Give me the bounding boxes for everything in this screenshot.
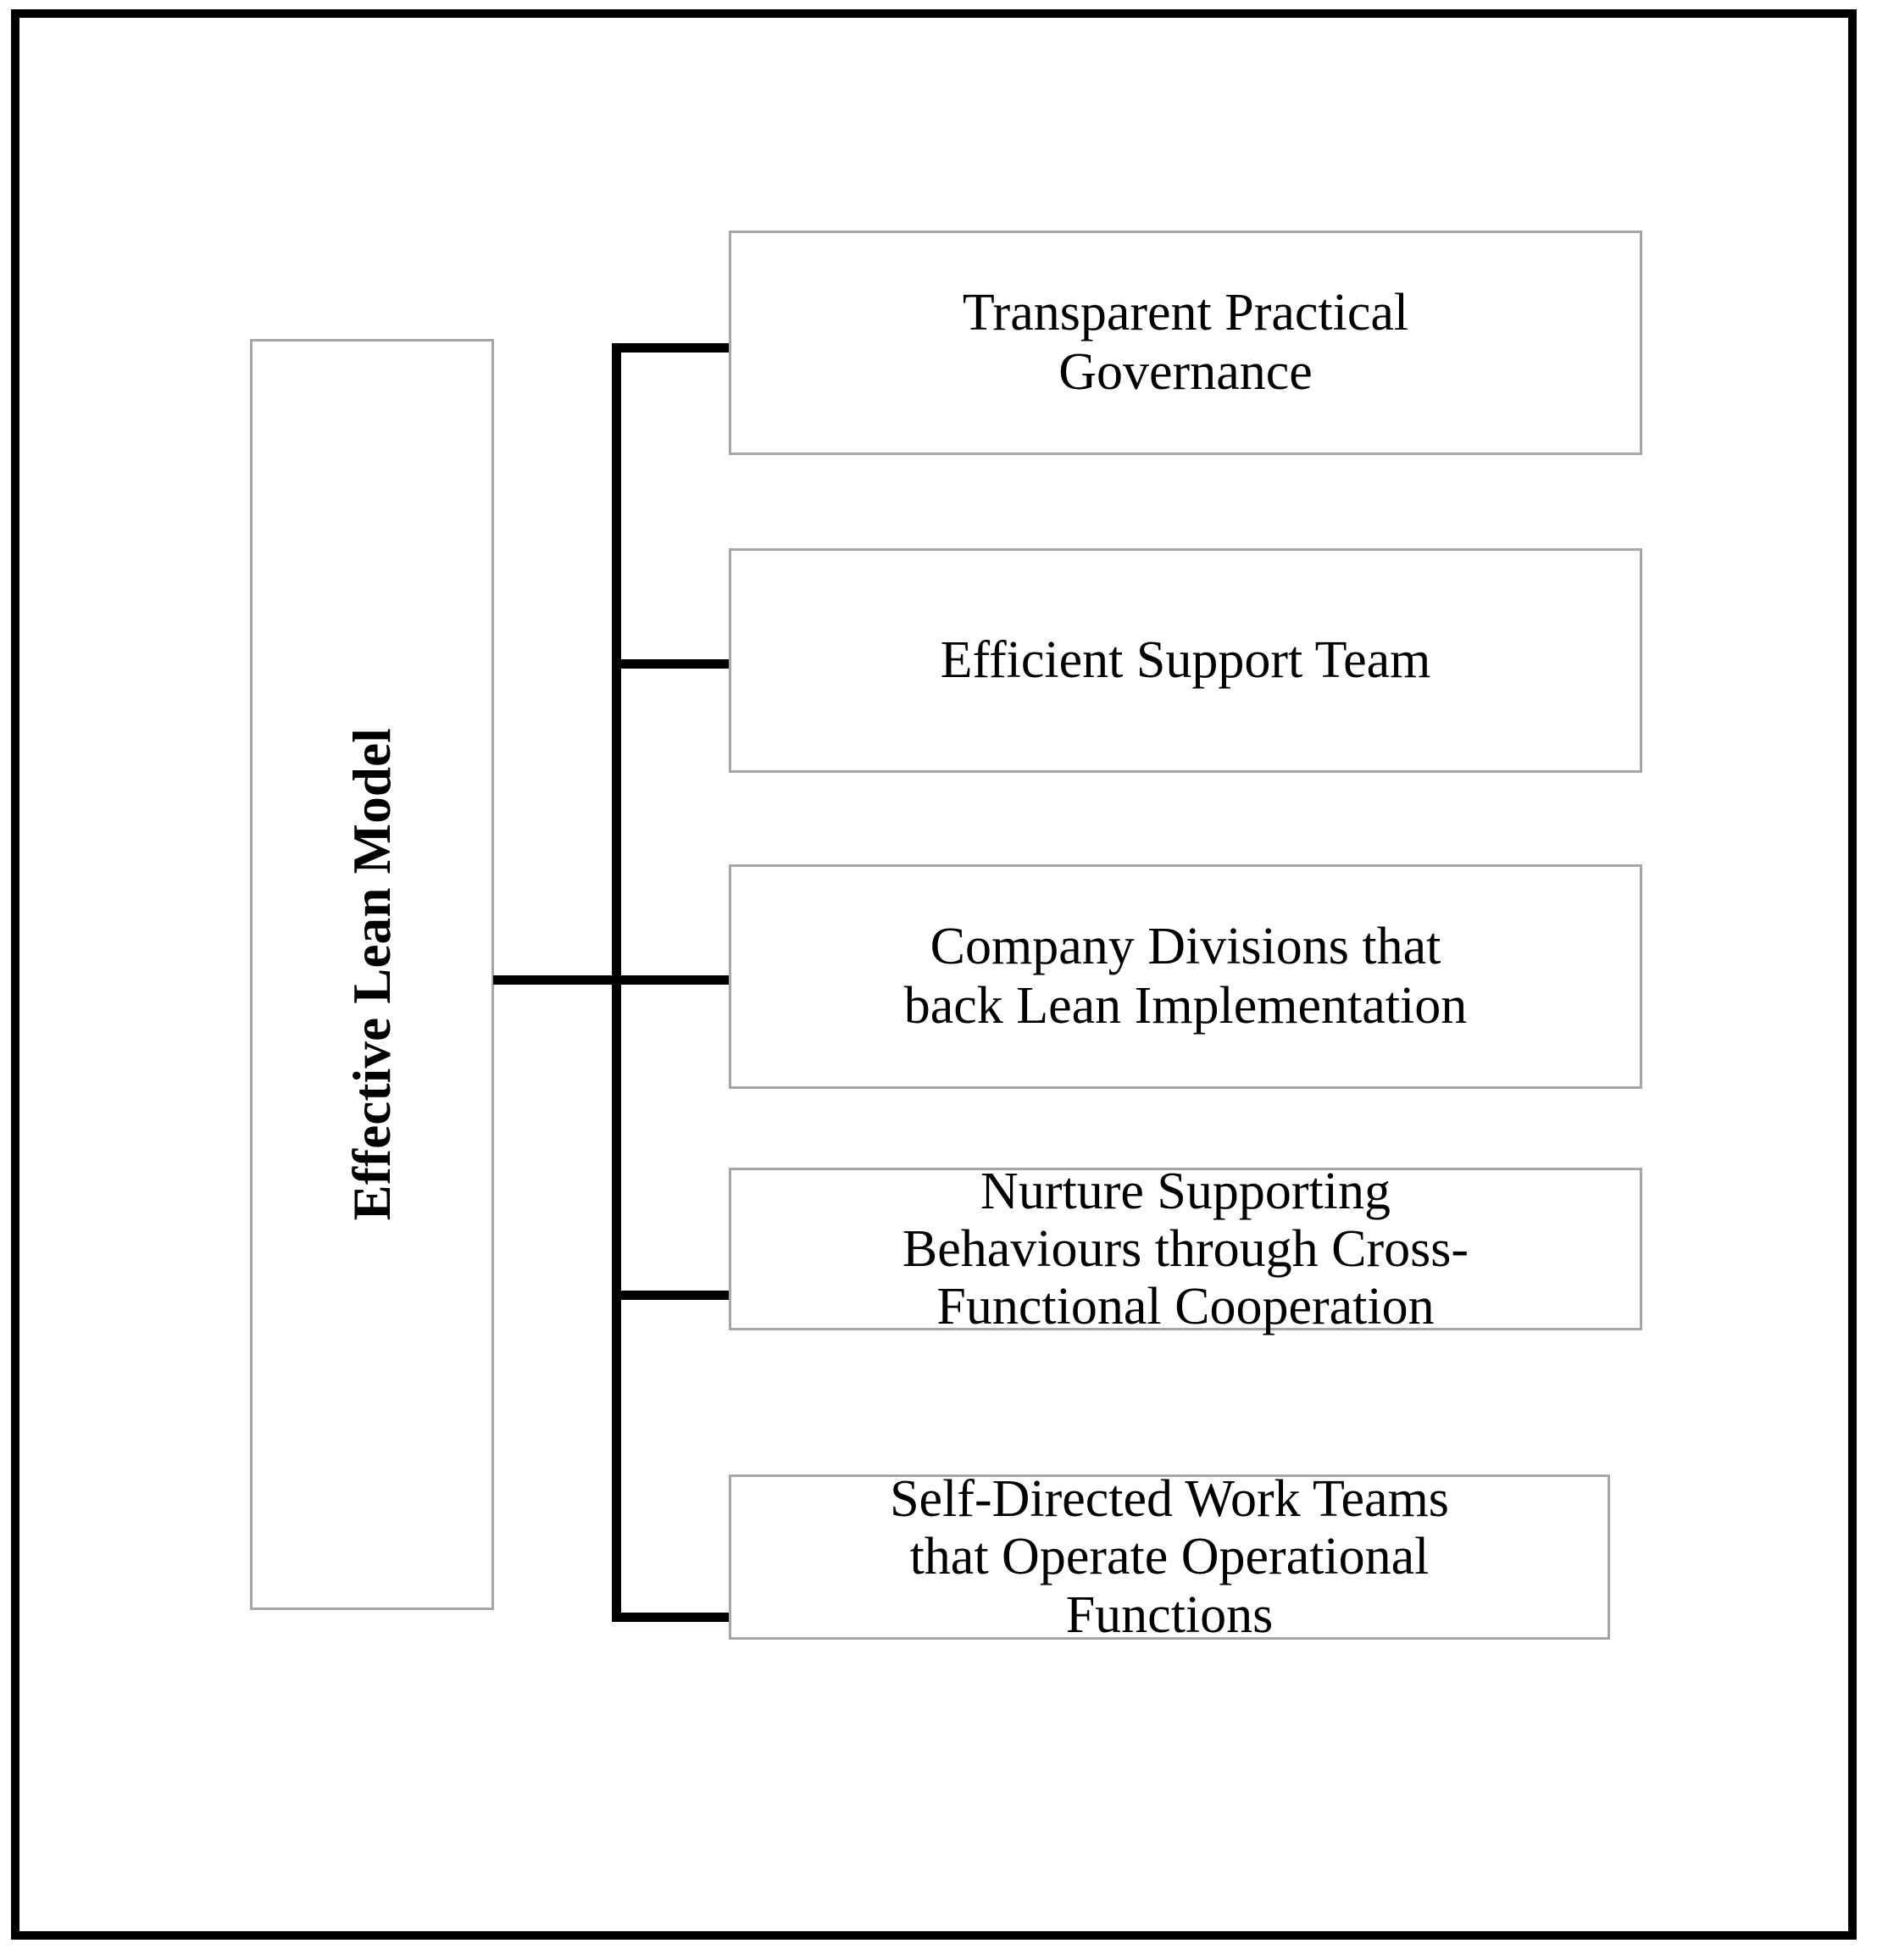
connector-branch-4 — [612, 1291, 732, 1300]
leaf-node-efficient-support-team[interactable]: Efficient Support Team — [729, 548, 1642, 773]
outer-frame-border — [11, 9, 1857, 1940]
connector-branch-3 — [612, 975, 732, 985]
leaf-node-label: Efficient Support Team — [940, 630, 1431, 689]
connector-branch-2 — [612, 659, 732, 669]
root-node-label: Effective Lean Model — [342, 728, 402, 1221]
connector-stem-horizontal — [493, 975, 617, 985]
connector-branch-5 — [612, 1613, 732, 1622]
connector-branch-1 — [612, 343, 732, 353]
root-node-effective-lean-model[interactable]: Effective Lean Model — [250, 339, 494, 1610]
